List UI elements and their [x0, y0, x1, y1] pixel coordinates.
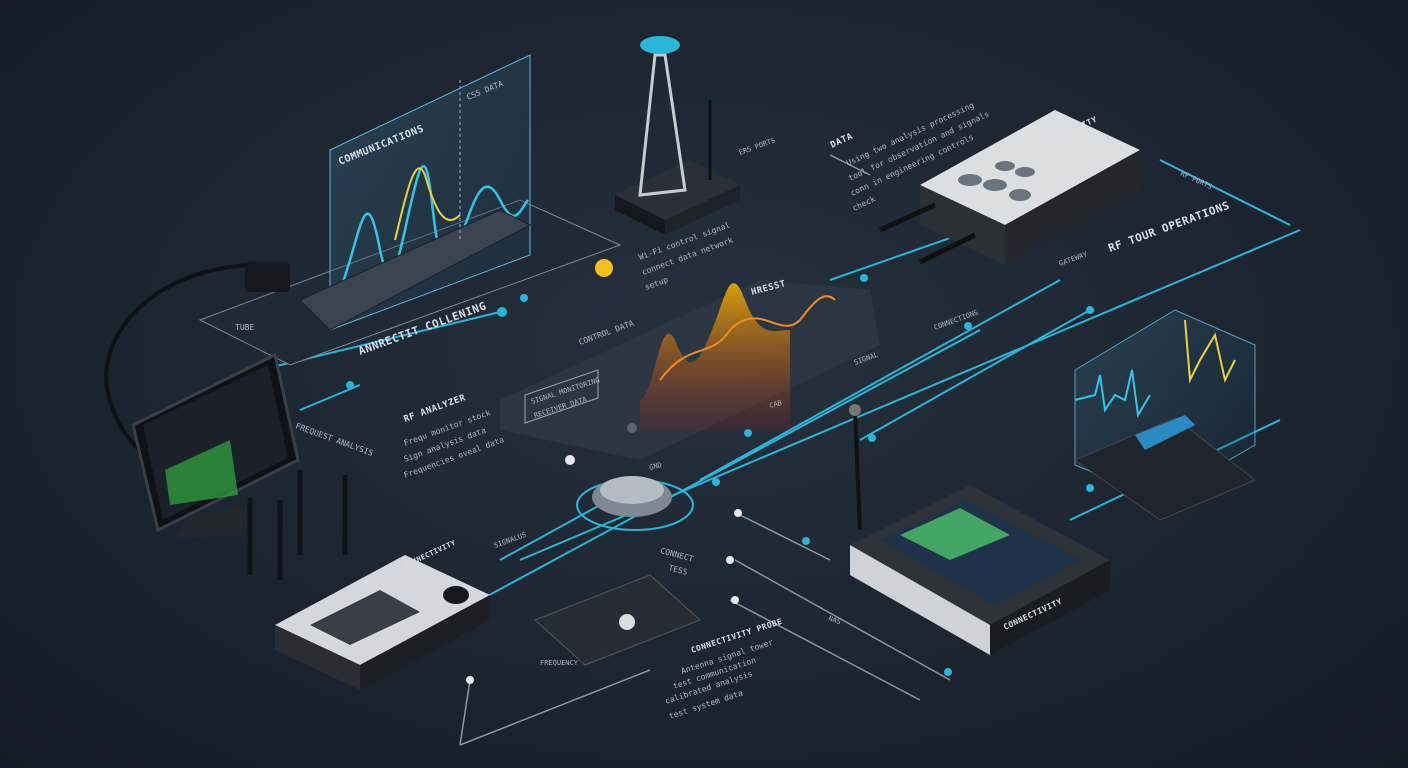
connector-nodes — [346, 274, 1094, 676]
label-n-tag: NAS — [827, 614, 842, 626]
label-bottom-center-sub: TESS — [667, 563, 688, 577]
usb-dongle — [245, 262, 290, 292]
radio-tower — [615, 36, 740, 235]
label-board: FREQUENCY — [540, 659, 579, 667]
label-rf-ports: RF PORTS — [1179, 170, 1213, 192]
analyzer-device-top — [878, 110, 1140, 265]
antenna-array — [247, 470, 348, 580]
label-gnd: GND — [648, 461, 662, 472]
label-tower-tag: ERS PORTS — [738, 136, 776, 156]
indicator-bulb — [595, 259, 613, 277]
label-tube: TUBE — [235, 323, 254, 332]
top-right-note-line-4: check — [851, 194, 877, 212]
monitor — [131, 352, 300, 540]
hub-button[interactable] — [576, 476, 694, 531]
handheld-device — [275, 555, 490, 690]
label-gateway: GATEWAY — [1058, 250, 1089, 268]
center-3d-chart — [500, 280, 880, 460]
top-right-note-line-1: Using two analysis processing — [845, 101, 976, 168]
glass-chart-panel — [198, 54, 622, 366]
leader-lines — [459, 154, 951, 746]
label-handheld: CONNECTIVITY — [402, 539, 457, 570]
label-bottom-center-title: CONNECT — [659, 546, 694, 563]
spectrum-analyzer-device — [849, 404, 1110, 655]
label-tick: CAB — [768, 399, 782, 410]
circuit-board — [534, 574, 701, 666]
label-monitor: FREQUEST ANALYSIS — [294, 421, 374, 458]
glass-waveform-panel — [1073, 309, 1256, 521]
label-top-right-note-title: DATA — [829, 132, 855, 151]
tower-note-line-3: setup — [644, 275, 670, 292]
label-device-top-right-sub: RF TOUR OPERATIONS — [1107, 199, 1232, 255]
